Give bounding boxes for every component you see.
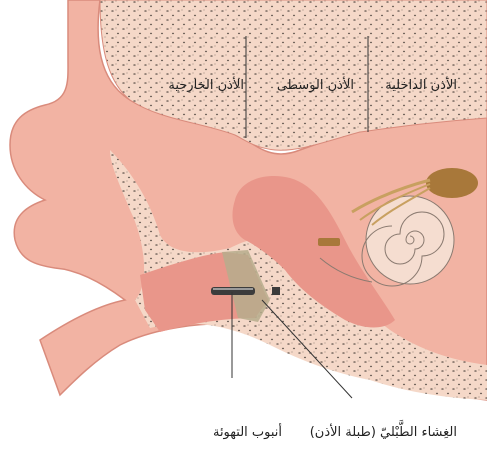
label-outer-ear: الأذن الخارجية (168, 78, 244, 93)
label-eardrum: الغِشاء الطَّبْليّ (طبلة الأذن) (310, 425, 457, 440)
ossicle (318, 238, 340, 246)
label-middle-ear: الأذن الوسطى (277, 78, 354, 93)
label-inner-ear: الأذن الداخلية (385, 78, 457, 93)
label-eustachian-tube: أنبوب التهوئة (213, 425, 282, 440)
